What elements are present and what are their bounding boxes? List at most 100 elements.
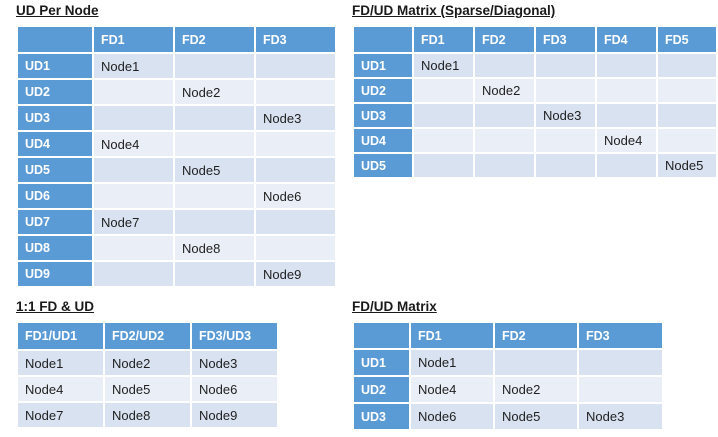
cell-node6: Node6 [409, 402, 495, 431]
cell-node2: Node2 [103, 349, 192, 377]
empty-cell [92, 182, 175, 210]
empty-cell [173, 130, 256, 158]
column-header-fd4: FD4 [595, 25, 658, 54]
empty-cell [473, 127, 536, 154]
cell-node5: Node5 [103, 375, 192, 403]
table-title-fdud-matrix: FD/UD Matrix [352, 299, 437, 314]
empty-cell [656, 127, 718, 154]
cell-node5: Node5 [656, 152, 718, 179]
empty-cell [254, 52, 337, 80]
empty-cell [656, 102, 718, 129]
cell-node6: Node6 [190, 375, 279, 403]
column-header-fd1: FD1 [409, 321, 495, 350]
column-header-fd3: FD3 [254, 25, 337, 54]
table-title-one-to-one-fd-ud: 1:1 FD & UD [16, 299, 95, 314]
empty-cell [595, 102, 658, 129]
cell-node7: Node7 [16, 401, 105, 429]
cell-node5: Node5 [493, 402, 579, 431]
empty-cell [92, 104, 175, 132]
empty-cell [412, 127, 475, 154]
empty-cell [173, 104, 256, 132]
empty-cell [412, 152, 475, 179]
row-header-ud3: UD3 [352, 102, 414, 129]
empty-cell [173, 182, 256, 210]
column-header-fd2-ud2: FD2/UD2 [103, 321, 192, 351]
cell-node9: Node9 [254, 260, 337, 288]
empty-cell [534, 52, 597, 79]
row-header-ud2: UD2 [16, 78, 94, 106]
column-header-fd1-ud1: FD1/UD1 [16, 321, 105, 351]
cell-node8: Node8 [173, 234, 256, 262]
table-title-ud-per-node: UD Per Node [16, 3, 99, 18]
cell-node3: Node3 [254, 104, 337, 132]
row-header-ud1: UD1 [16, 52, 94, 80]
row-header-ud2: UD2 [352, 375, 411, 404]
empty-cell [412, 77, 475, 104]
empty-cell [534, 77, 597, 104]
empty-cell [656, 52, 718, 79]
empty-cell [254, 78, 337, 106]
empty-cell [254, 156, 337, 184]
column-header-fd2: FD2 [173, 25, 256, 54]
row-header-ud3: UD3 [352, 402, 411, 431]
column-header-fd3: FD3 [534, 25, 597, 54]
empty-cell [534, 152, 597, 179]
cell-node1: Node1 [16, 349, 105, 377]
row-header-ud1: UD1 [352, 52, 414, 79]
column-header-fd1: FD1 [412, 25, 475, 54]
column-header-fd5: FD5 [656, 25, 718, 54]
corner-cell [352, 25, 414, 54]
empty-cell [92, 234, 175, 262]
empty-cell [656, 77, 718, 104]
cell-node2: Node2 [473, 77, 536, 104]
cell-node4: Node4 [16, 375, 105, 403]
cell-node1: Node1 [92, 52, 175, 80]
empty-cell [92, 260, 175, 288]
cell-node7: Node7 [92, 208, 175, 236]
cell-node4: Node4 [595, 127, 658, 154]
empty-cell [254, 208, 337, 236]
cell-node3: Node3 [190, 349, 279, 377]
column-header-fd2: FD2 [493, 321, 579, 350]
cell-node2: Node2 [493, 375, 579, 404]
column-header-fd2: FD2 [473, 25, 536, 54]
row-header-ud6: UD6 [16, 182, 94, 210]
row-header-ud4: UD4 [16, 130, 94, 158]
empty-cell [473, 102, 536, 129]
empty-cell [493, 348, 579, 377]
table-row: UD5 Node5 [352, 152, 718, 179]
empty-cell [92, 78, 175, 106]
corner-cell [16, 25, 94, 54]
row-header-ud8: UD8 [16, 234, 94, 262]
table-row: UD8 Node8 [16, 234, 337, 262]
empty-cell [473, 152, 536, 179]
cell-node4: Node4 [409, 375, 495, 404]
row-header-ud5: UD5 [352, 152, 414, 179]
cell-node3: Node3 [577, 402, 664, 431]
empty-cell [173, 208, 256, 236]
empty-cell [254, 130, 337, 158]
empty-cell [473, 52, 536, 79]
empty-cell [173, 260, 256, 288]
empty-cell [173, 52, 256, 80]
